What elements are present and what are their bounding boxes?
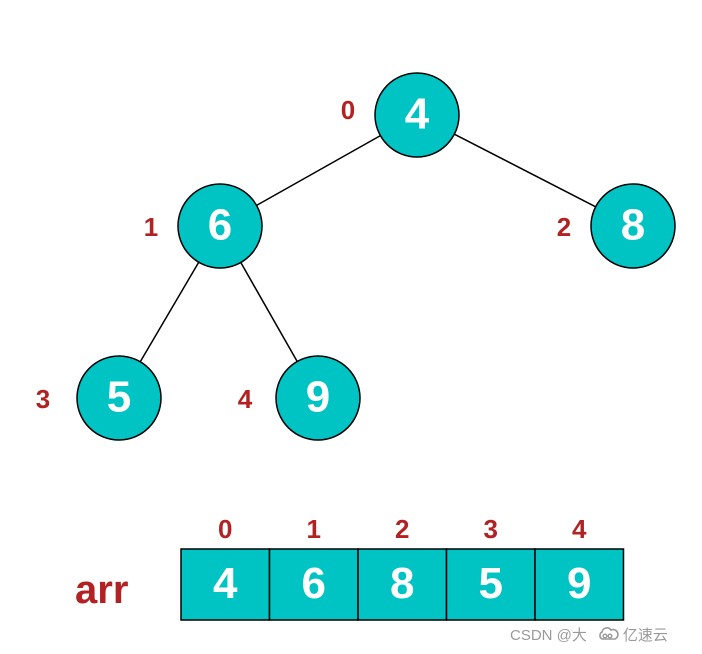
- array-cell-index: 2: [395, 514, 409, 544]
- tree-node-value: 4: [405, 90, 430, 139]
- array-cell-value: 5: [479, 559, 503, 608]
- array-cell-box: [268, 548, 359, 621]
- tree-node-circle: [275, 355, 361, 441]
- array-cell-index: 1: [307, 514, 321, 544]
- cloud-icon: [599, 627, 619, 640]
- tree-node-1: 61: [144, 183, 263, 269]
- tree-node-circle: [177, 183, 263, 269]
- array-cell-0: 40: [180, 514, 271, 621]
- tree-node-2: 82: [557, 183, 676, 269]
- tree-node-index: 2: [557, 212, 571, 242]
- tree-edge-1-3: [139, 261, 200, 363]
- array-name-label: arr: [75, 568, 128, 612]
- array-cell-box: [534, 548, 625, 621]
- tree-node-value: 5: [107, 373, 131, 422]
- tree-edge-0-1: [256, 134, 381, 207]
- tree-edges: [139, 133, 596, 363]
- array-cell-3: 53: [445, 514, 536, 621]
- tree-node-index: 0: [341, 95, 355, 125]
- tree-node-index: 4: [238, 384, 253, 414]
- array-cell-2: 82: [357, 514, 448, 621]
- tree-node-circle: [590, 183, 676, 269]
- tree-node-4: 94: [238, 355, 361, 441]
- brand-watermark-text: 亿速云: [622, 626, 668, 644]
- tree-node-index: 3: [36, 384, 50, 414]
- array-cell-1: 61: [268, 514, 359, 621]
- tree-node-value: 8: [621, 201, 645, 250]
- array-cell-index: 3: [484, 514, 498, 544]
- tree-node-value: 9: [306, 373, 330, 422]
- brand-watermark: 亿速云: [597, 624, 668, 645]
- tree-node-circle: [374, 72, 460, 158]
- array-cell-value: 8: [390, 559, 414, 608]
- array-cell-index: 0: [218, 514, 232, 544]
- array-cell-box: [180, 548, 271, 621]
- tree-edge-0-2: [454, 133, 596, 208]
- array-cell-box: [445, 548, 536, 621]
- tree-node-value: 6: [208, 201, 232, 250]
- tree-edge-1-4: [240, 262, 298, 362]
- csdn-watermark-text: CSDN @大: [510, 626, 587, 644]
- array-cell-index: 4: [572, 514, 587, 544]
- array-cell-4: 94: [534, 514, 625, 621]
- tree-node-3: 53: [36, 355, 162, 441]
- array-cell-value: 4: [213, 559, 238, 608]
- tree-node-circle: [76, 355, 162, 441]
- array-cell-value: 6: [302, 559, 326, 608]
- tree-node-0: 40: [341, 72, 460, 158]
- tree-node-index: 1: [144, 212, 158, 242]
- array-cell-box: [357, 548, 448, 621]
- watermark: CSDN @大 亿速云: [506, 621, 674, 647]
- array-cell-value: 9: [567, 559, 591, 608]
